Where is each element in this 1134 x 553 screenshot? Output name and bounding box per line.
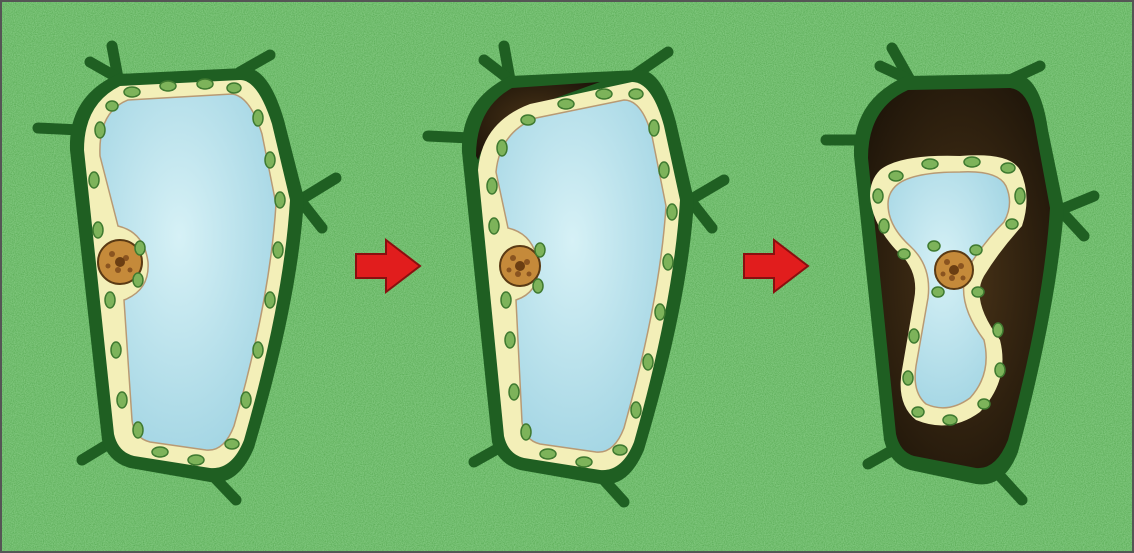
nucleus [935, 251, 973, 289]
nucleus [500, 246, 540, 286]
